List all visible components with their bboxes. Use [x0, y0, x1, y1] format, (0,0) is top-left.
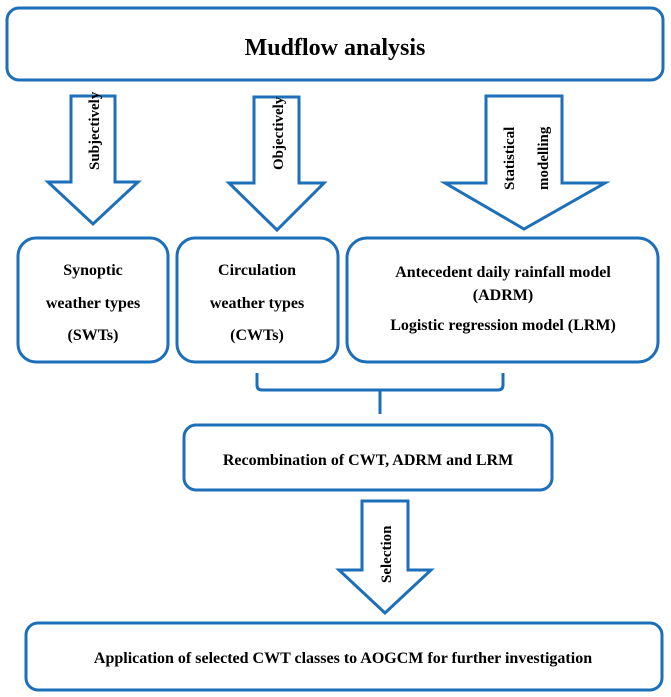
down-arrow-icon — [225, 95, 328, 233]
title-box: Mudflow analysis — [5, 6, 665, 82]
models-line3: Logistic regression model (LRM) — [390, 317, 616, 334]
cwt-line1: Circulation — [218, 262, 296, 279]
arrow-objectively: Objectively — [225, 95, 328, 233]
arrow-label-objectively: Objectively — [271, 96, 287, 170]
brace-connector — [255, 373, 505, 414]
swt-line1: Synoptic — [63, 262, 123, 279]
down-arrow-icon — [335, 499, 435, 616]
arrow-label-statistical: Statistical — [502, 127, 518, 190]
cwt-line3: (CWTs) — [230, 327, 284, 344]
models-line2: (ADRM) — [473, 287, 533, 304]
swt-line2: weather types — [46, 295, 140, 312]
cwt-box: Circulation weather types (CWTs) — [175, 236, 340, 364]
arrow-statistical-modelling: Statistical modelling — [439, 94, 611, 231]
application-text: Application of selected CWT classes to A… — [94, 650, 592, 667]
models-line1: Antecedent daily rainfall model — [395, 264, 611, 281]
swt-line3: (SWTs) — [68, 327, 119, 344]
recombination-text: Recombination of CWT, ADRM and LRM — [223, 452, 513, 469]
recombination-box-border — [182, 423, 554, 492]
arrow-label-selection: Selection — [379, 525, 395, 583]
models-box: Antecedent daily rainfall model (ADRM) L… — [345, 236, 660, 364]
cwt-box-border — [175, 236, 340, 364]
application-box-border — [24, 621, 664, 692]
title-box-border — [5, 6, 665, 82]
swt-box: Synoptic weather types (SWTs) — [16, 236, 170, 364]
down-arrow-icon — [439, 94, 611, 231]
arrow-label-modelling: modelling — [536, 126, 552, 190]
models-box-border — [345, 236, 660, 364]
cwt-line2: weather types — [210, 295, 304, 312]
recombination-box: Recombination of CWT, ADRM and LRM — [182, 423, 554, 492]
arrow-subjectively: Subjectively — [44, 91, 142, 227]
application-box: Application of selected CWT classes to A… — [24, 621, 664, 692]
title-text: Mudflow analysis — [245, 35, 426, 61]
arrow-label-subjectively: Subjectively — [87, 91, 103, 170]
swt-box-border — [16, 236, 170, 364]
arrow-selection: Selection — [335, 499, 435, 616]
down-arrow-icon — [44, 94, 142, 227]
